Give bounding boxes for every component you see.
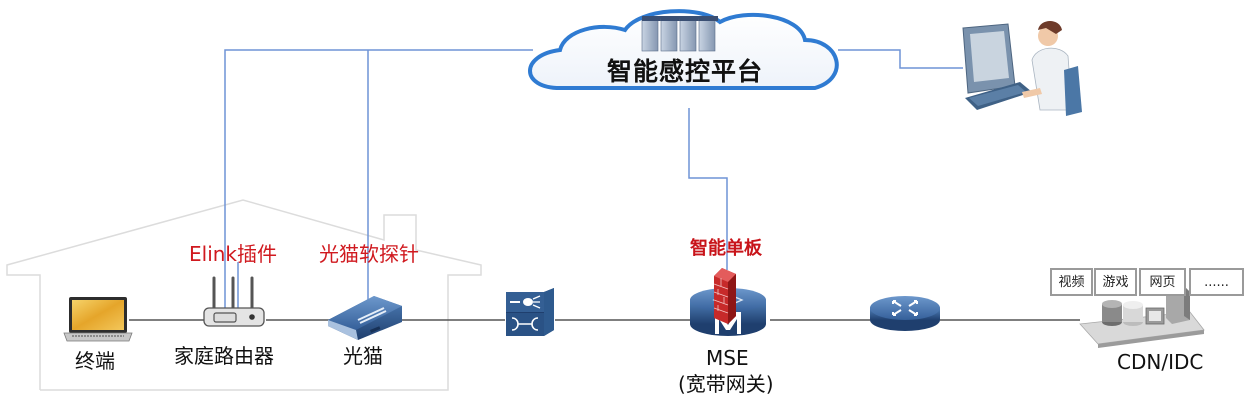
optical-modem-icon[interactable] — [328, 296, 402, 340]
home-router-label: 家庭路由器 — [174, 344, 274, 368]
disk-stack-light — [1123, 301, 1143, 326]
mse-sublabel: (宽带网关) — [678, 372, 774, 396]
service-box-web: 网页 — [1139, 268, 1186, 296]
olt-switch-icon[interactable] — [506, 288, 554, 336]
laptop-icon[interactable] — [63, 297, 133, 342]
service-box-video: 视频 — [1050, 268, 1093, 296]
router-annotation: Elink插件 — [189, 242, 278, 266]
service-box-more: ...... — [1189, 268, 1244, 296]
cdn-label: CDN/IDC — [1117, 350, 1204, 374]
link-platform-mse — [688, 108, 728, 270]
mse-annotation: 智能单板 — [690, 238, 762, 259]
mse-label: MSE — [706, 346, 749, 370]
terminal-label: 终端 — [75, 349, 115, 373]
server-cluster-icon — [641, 16, 718, 52]
home-boundary — [6, 199, 482, 391]
ont-label: 光猫 — [343, 344, 383, 368]
cloud-platform[interactable] — [528, 9, 839, 90]
service-box-game: 游戏 — [1094, 268, 1137, 296]
core-router-icon[interactable] — [870, 296, 940, 331]
operator-workstation-icon — [962, 21, 1082, 116]
disk-stack-dark — [1102, 300, 1122, 326]
link-platform-router — [224, 49, 533, 311]
link-platform-operator — [838, 49, 963, 69]
ont-annotation: 光猫软探针 — [319, 242, 419, 266]
firewall-icon — [713, 268, 736, 324]
wifi-router-icon[interactable] — [203, 276, 265, 327]
platform-title: 智能感控平台 — [607, 57, 764, 86]
